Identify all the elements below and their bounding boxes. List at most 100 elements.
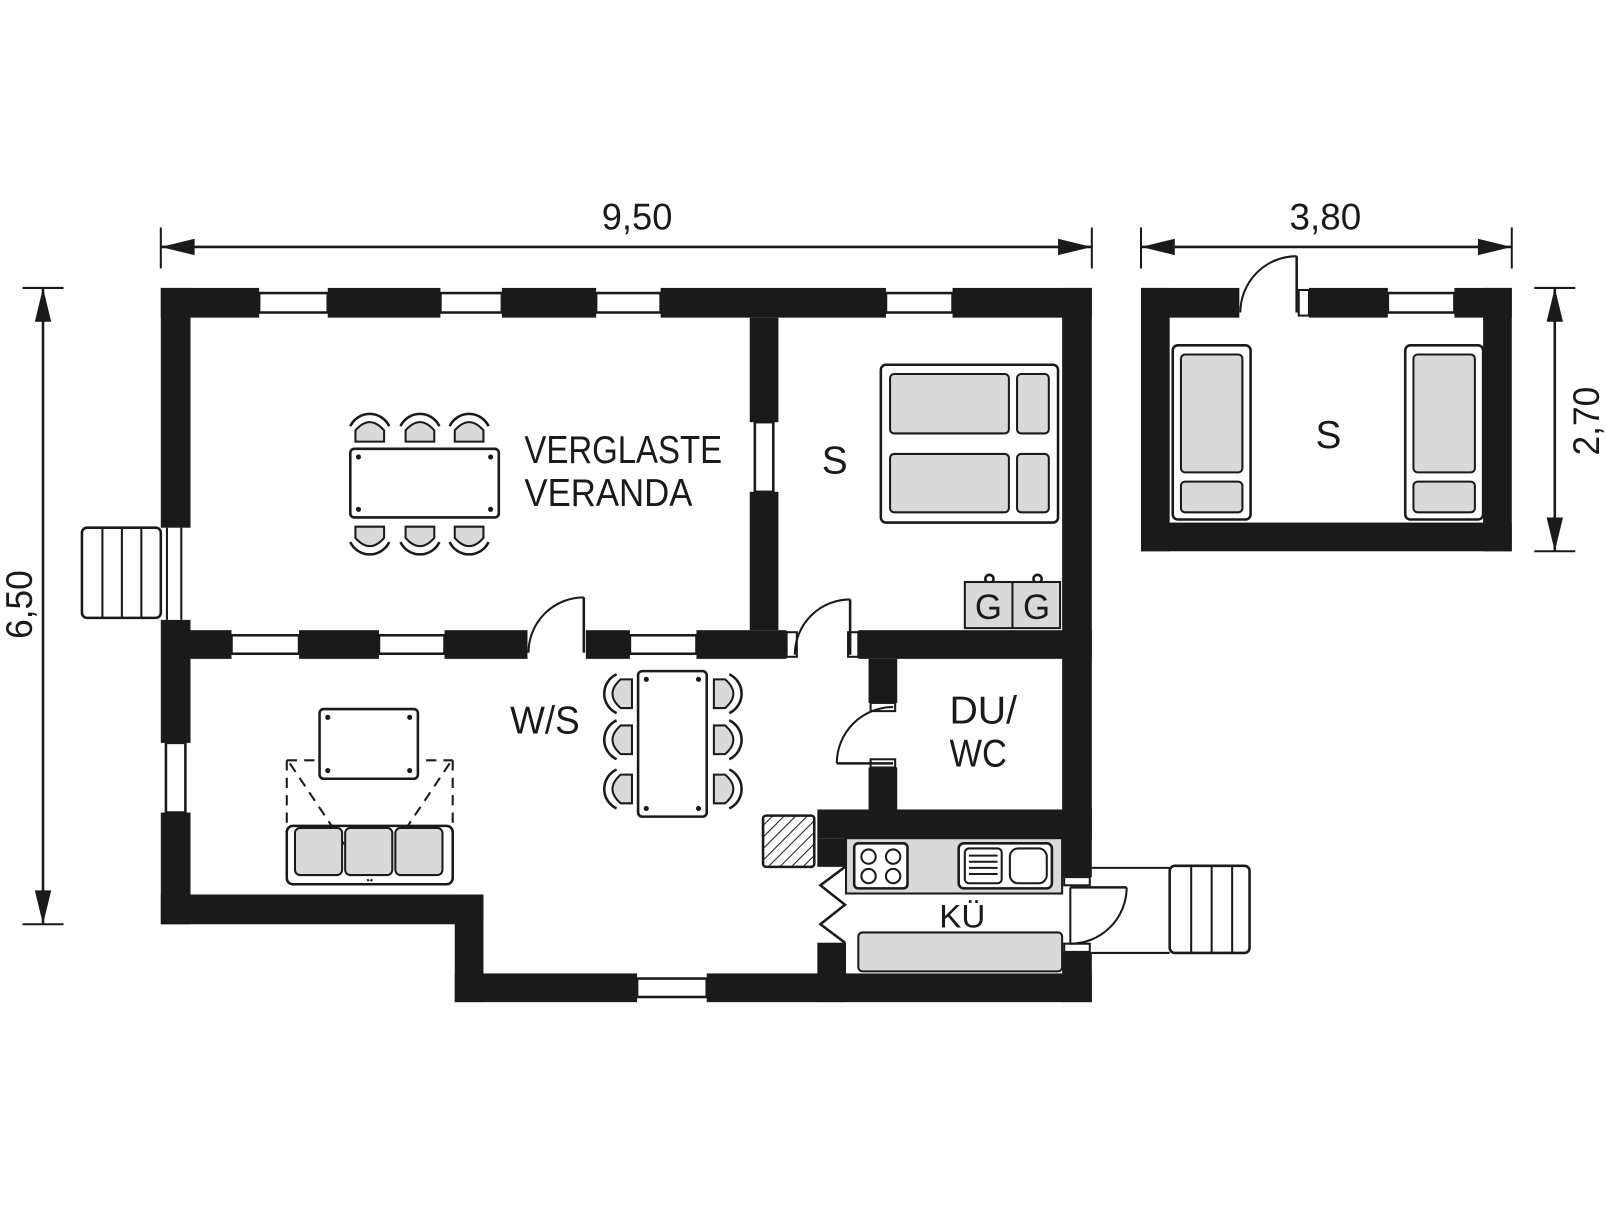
- annex-walls: [1140, 287, 1512, 552]
- chair-seat: [404, 525, 436, 548]
- door-veranda: [527, 596, 586, 653]
- table-corner-dot: [325, 714, 331, 720]
- gas-label: G: [1023, 588, 1050, 627]
- chair-backrest: [349, 412, 391, 427]
- fireplace: [761, 814, 816, 869]
- veranda-dining-set: [349, 412, 501, 556]
- burner-icon: [884, 848, 902, 865]
- wall-segment: [817, 838, 847, 867]
- wall-segment: [160, 894, 484, 925]
- dimension-label-main-width: 9,50: [602, 197, 673, 238]
- window: [594, 291, 662, 314]
- wall-segment: [1062, 287, 1092, 878]
- table-corner-dot: [643, 805, 649, 812]
- sink: [957, 842, 1054, 890]
- arrow-left-icon: [160, 238, 195, 256]
- chair-backrest: [448, 541, 490, 556]
- kitchen: [818, 837, 1064, 973]
- arrow-up-icon: [34, 287, 52, 322]
- chair-seat: [712, 773, 735, 805]
- bath-label-line1: DU/: [949, 689, 1017, 732]
- door-veranda-exterior: [165, 527, 183, 620]
- wall-segment: [858, 630, 1092, 659]
- wall-segment: [817, 809, 1092, 839]
- chair-backrest: [728, 768, 743, 810]
- pillow: [1016, 372, 1050, 435]
- door-jamb: [1063, 876, 1091, 887]
- chair: [349, 525, 391, 556]
- bedroom-bunk-beds: [879, 363, 1060, 524]
- living-label: W/S: [510, 700, 580, 743]
- table-corner-dot: [355, 454, 362, 460]
- chair-seat: [611, 724, 633, 756]
- sofa: [285, 824, 454, 886]
- burner-icon: [860, 848, 877, 865]
- arrow-right-icon: [1058, 238, 1092, 256]
- room-labels: VERGLASTE VERANDA S S W/S DU/ WC KÜ: [510, 414, 1341, 935]
- chair-seat: [354, 421, 386, 443]
- chair: [399, 412, 441, 443]
- dimension-label-annex-width: 3,80: [1290, 197, 1362, 238]
- mattress: [1412, 353, 1476, 474]
- wall-segment: [327, 287, 441, 318]
- table-corner-dot: [355, 506, 362, 512]
- chair-seat: [611, 773, 633, 805]
- door-jamb: [847, 631, 860, 658]
- door-swing-arc: [1070, 887, 1128, 945]
- table-corner-dot: [695, 805, 702, 812]
- door-swing-arc: [1239, 255, 1297, 313]
- gas-appliances: G G: [963, 573, 1062, 630]
- wall-segment: [706, 973, 1092, 1003]
- arrow-right-icon: [1477, 238, 1512, 256]
- annex-beds: [1171, 344, 1485, 521]
- window: [635, 977, 709, 999]
- chair: [712, 768, 743, 810]
- dimension-annex-width: 3,80: [1139, 197, 1513, 269]
- window: [753, 420, 775, 494]
- chair: [349, 412, 391, 443]
- chair-seat: [453, 525, 485, 548]
- door-bathroom: [835, 701, 897, 769]
- annex-bedroom-label: S: [1315, 414, 1341, 457]
- wall-segment: [696, 630, 787, 659]
- chair: [399, 525, 441, 556]
- dining-table: [349, 447, 501, 519]
- door-swing-arc: [835, 705, 894, 764]
- door-annex: [1239, 255, 1310, 317]
- wall-segment: [160, 287, 191, 528]
- table-corner-dot: [643, 676, 649, 682]
- mattress: [1179, 353, 1244, 474]
- chair-backrest: [399, 541, 441, 556]
- steps-right: [1091, 864, 1251, 955]
- chair-backrest: [603, 768, 618, 810]
- wall-segment: [299, 630, 379, 659]
- chair-backrest: [603, 673, 618, 715]
- living-dining-set: [603, 669, 743, 818]
- door-swing-arc: [527, 596, 584, 653]
- chair: [712, 673, 743, 715]
- arrow-down-icon: [34, 890, 52, 925]
- sink-basin: [1008, 847, 1048, 885]
- dimension-label-main-depth: 6,50: [0, 570, 40, 639]
- main-house-windows: [164, 291, 954, 999]
- wall-segment: [454, 973, 638, 1003]
- chair: [712, 719, 743, 761]
- mattress: [889, 372, 1010, 435]
- chair: [603, 768, 633, 810]
- window: [628, 634, 698, 656]
- table-corner-dot: [488, 506, 494, 512]
- wall-segment: [1062, 951, 1092, 1003]
- bath-label-line2: WC: [949, 732, 1006, 775]
- arrow-down-icon: [1546, 517, 1563, 552]
- sofa-frame: [285, 824, 454, 886]
- sink-drainboard: [963, 847, 1003, 885]
- pillow: [1179, 480, 1244, 514]
- window: [257, 291, 330, 314]
- chair-backrest: [399, 412, 441, 427]
- burner-icon: [884, 867, 902, 885]
- door-jamb: [1297, 288, 1310, 317]
- door-jamb: [785, 631, 798, 658]
- chair: [603, 673, 633, 715]
- steps-outline: [1168, 864, 1251, 955]
